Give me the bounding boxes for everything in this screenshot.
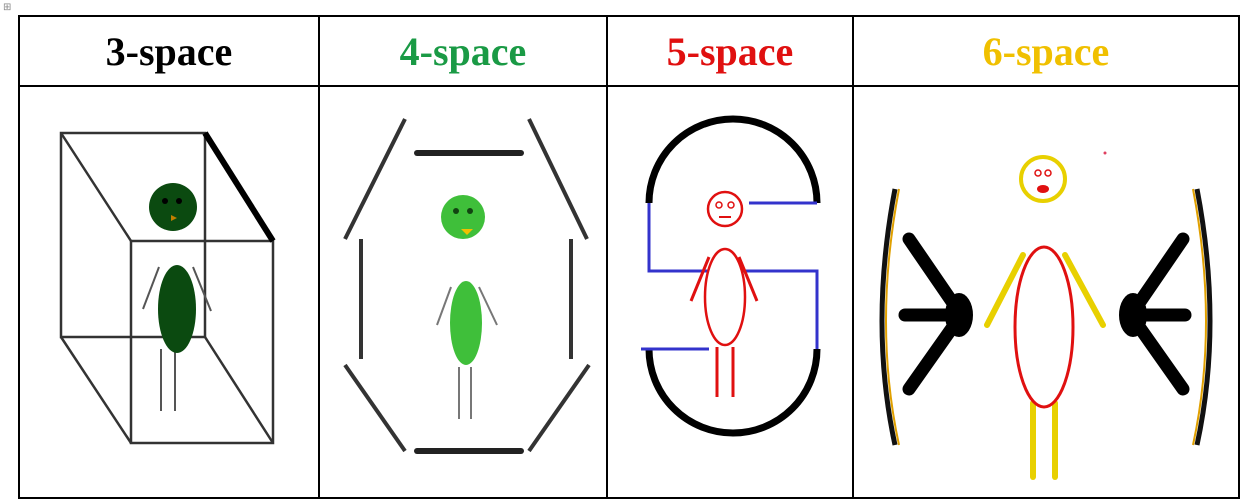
figure-head	[1021, 157, 1065, 201]
figure-body	[1015, 247, 1073, 407]
header-3-space: 3-space	[19, 16, 319, 86]
figure-head	[149, 183, 197, 231]
label-6-space: 6-space	[983, 29, 1110, 74]
label-4-space: 4-space	[400, 29, 527, 74]
panel-5-space	[607, 86, 853, 498]
panel-3-space	[19, 86, 319, 498]
label-5-space: 5-space	[667, 29, 794, 74]
arrows-figure-illustration	[855, 89, 1237, 495]
octagon-figure-illustration	[321, 89, 605, 495]
label-3-space: 3-space	[106, 29, 233, 74]
table-handle-icon: ⊞	[3, 2, 11, 13]
header-4-space: 4-space	[319, 16, 607, 86]
figure-head	[441, 195, 485, 239]
cube-figure-illustration	[21, 89, 317, 495]
figure-head	[708, 192, 742, 226]
figure-body	[158, 265, 196, 353]
panel-4-space	[319, 86, 607, 498]
space-dimension-table: 3-space 4-space 5-space 6-space	[18, 15, 1240, 499]
figure-body	[705, 249, 745, 345]
figure-body	[450, 281, 482, 365]
panel-6-space	[853, 86, 1239, 498]
header-6-space: 6-space	[853, 16, 1239, 86]
header-5-space: 5-space	[607, 16, 853, 86]
s-shape-figure-illustration	[609, 89, 851, 495]
